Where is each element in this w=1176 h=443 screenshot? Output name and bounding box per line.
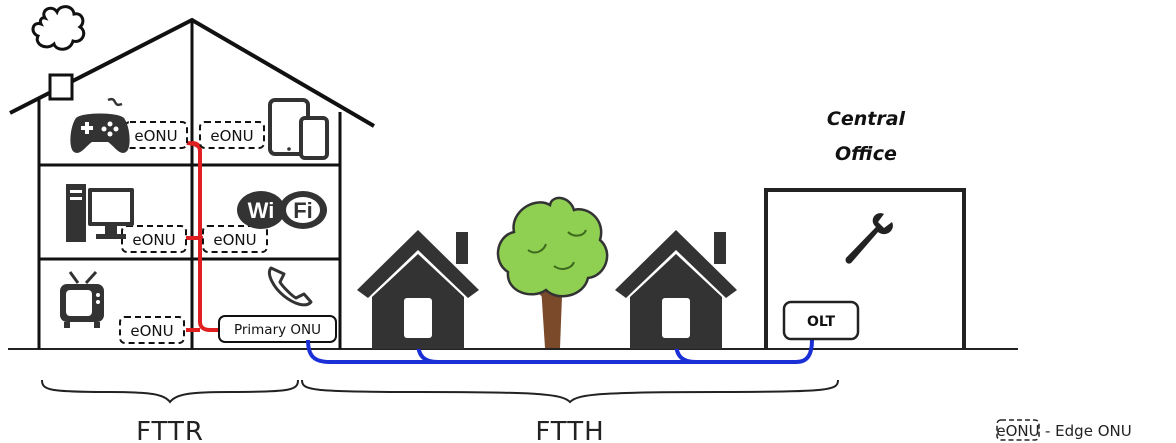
ftth-label: FTTH [535,417,604,443]
chimney [48,73,74,101]
eonu-box-gamepad: eONU [124,121,188,149]
tablet-phone-icon [268,98,329,160]
desktop-icon [66,184,134,242]
svg-text:Primary ONU: Primary ONU [234,322,321,338]
svg-text:eONU: eONU [213,231,256,249]
wifi-icon: Wi Fi [237,191,327,229]
eonu-box-tv: eONU [119,316,185,344]
central-office-building [764,188,966,349]
house-icon [615,230,737,349]
fttr-brace [41,379,299,404]
svg-text:eONU: eONU [132,231,175,249]
cloud-icon [31,5,86,51]
svg-text:eONU: eONU [210,127,253,145]
tv-icon [60,270,104,328]
central-office-label-line2: Office [835,143,897,165]
phone-icon [268,266,313,307]
legend-eonu-box [996,419,1040,441]
olt-box: OLT [782,300,860,341]
svg-text:eONU: eONU [130,322,173,340]
svg-text:eONU: eONU [134,127,177,145]
legend-eonu: eONU [996,422,1039,440]
legend-text: - Edge ONU [1045,422,1132,440]
fttr-building [9,17,376,349]
primary-onu-box: Primary ONU [218,315,337,343]
wrench-icon [845,213,893,264]
eonu-box-tablet: eONU [199,121,265,149]
ftth-brace [301,379,839,404]
eonu-box-desktop: eONU [121,225,187,253]
house-icon [357,230,479,349]
tree-icon [496,196,609,348]
gamepad-icon [70,97,130,153]
svg-text:Wi: Wi [248,198,275,223]
central-office-label-line1: Central [827,108,906,130]
legend: eONU - Edge ONU [996,419,1132,441]
svg-text:OLT: OLT [807,314,836,330]
fttr-label: FTTR [136,417,204,443]
svg-text:Fi: Fi [293,198,313,223]
eonu-box-wifi: eONU [202,225,268,253]
